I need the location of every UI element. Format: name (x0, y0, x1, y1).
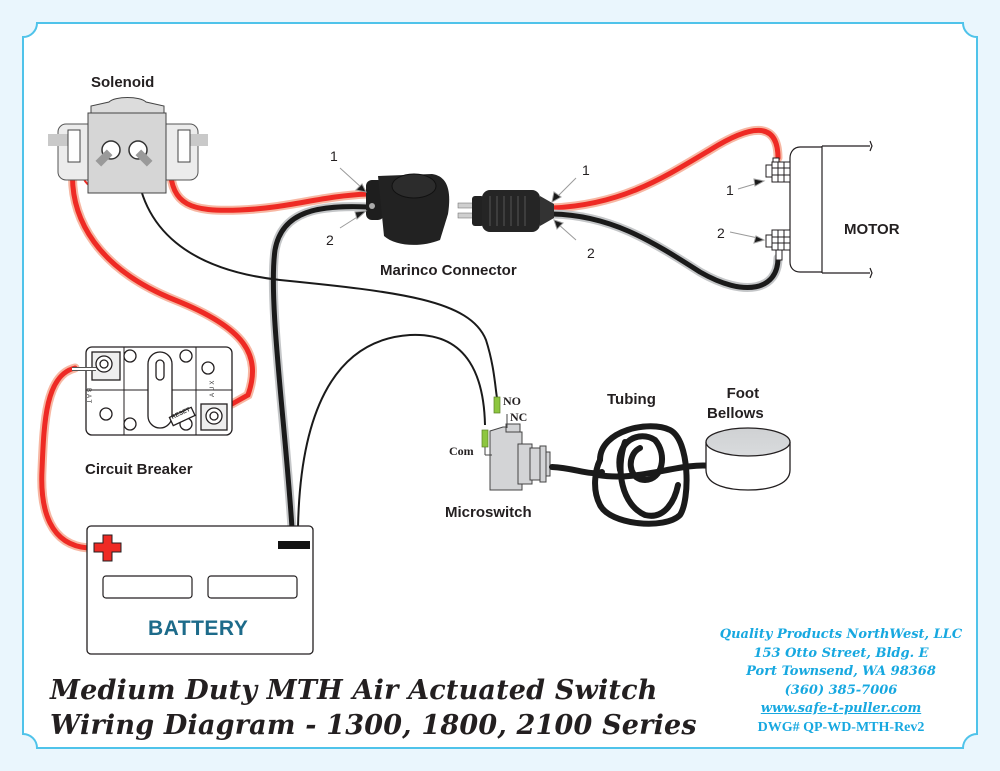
company-street: 153 Otto Street, Bldg. E (753, 645, 929, 661)
negative-wire-marinco-to-motor (547, 209, 783, 292)
diagram-title-line2: Wiring Diagram - 1300, 1800, 2100 Series (50, 710, 697, 741)
negative-wire-battery-to-marinco (268, 202, 373, 533)
circuit-breaker-label: Circuit Breaker (85, 461, 193, 478)
positive-wire-battery-to-breaker (37, 363, 93, 553)
terminal-no-label: NO (503, 394, 521, 408)
positive-wire-marinco-to-motor (547, 125, 783, 213)
foot-bellows (705, 427, 791, 491)
positive-terminal-icon (93, 534, 122, 562)
motor-terminal-2 (765, 229, 791, 261)
positive-wire-solenoid-to-breaker (68, 160, 257, 409)
motor-callout-arrows (729, 178, 766, 244)
battery-label: BATTERY (148, 617, 249, 640)
marinco-right-terminal-1: 1 (582, 162, 590, 178)
microswitch (484, 414, 551, 491)
diagram-title-line1: Medium Duty MTH Air Actuated Switch (50, 675, 658, 706)
company-info-block: Quality Products NorthWest, LLC 153 Otto… (700, 626, 982, 737)
motor (789, 140, 873, 279)
solenoid-label: Solenoid (91, 74, 155, 91)
terminal-com-connector (481, 429, 489, 448)
foot-bellows-label-line2: Bellows (707, 405, 764, 422)
positive-wire-solenoid-to-marinco (165, 163, 373, 215)
motor-terminal-1 (765, 157, 791, 183)
tubing-coil (549, 423, 715, 527)
signal-wire-battery-to-com (297, 333, 486, 529)
tubing-label: Tubing (607, 391, 656, 408)
marinco-left-terminal-2: 2 (326, 232, 334, 248)
foot-bellows-label-line1: Foot (726, 385, 760, 402)
company-city: Port Townsend, WA 98368 (746, 664, 936, 679)
company-phone: (360) 385-7006 (784, 682, 898, 698)
breaker-aux-label: AUX (210, 378, 216, 397)
battery (86, 525, 314, 655)
foot-bellows-label: Foot Bellows (707, 384, 764, 424)
terminal-com-label: Com (449, 444, 474, 458)
circuit-breaker (72, 346, 233, 436)
terminal-no-connector (493, 396, 501, 414)
company-name: Quality Products NorthWest, LLC (719, 627, 963, 642)
drawing-number: DWG# QP-WD-MTH-Rev2 (757, 719, 925, 735)
negative-terminal-icon (278, 541, 310, 549)
marinco-connector-label: Marinco Connector (380, 262, 517, 279)
breaker-bat-label: BAT (85, 388, 91, 406)
solenoid (48, 97, 208, 194)
motor-label: MOTOR (844, 221, 900, 238)
marinco-left-terminal-1: 1 (330, 148, 338, 164)
signal-wire-solenoid-to-no (135, 159, 498, 399)
terminal-nc-label: NC (510, 410, 528, 424)
company-website-link[interactable]: www.safe-t-puller.com (760, 701, 922, 716)
marinco-socket (366, 173, 450, 245)
motor-terminal-1-label: 1 (726, 182, 734, 198)
marinco-right-terminal-2: 2 (587, 245, 595, 261)
marinco-plug (457, 190, 554, 232)
microswitch-label: Microswitch (445, 504, 532, 521)
motor-terminal-2-label: 2 (717, 225, 725, 241)
marinco-callout-arrows (339, 167, 577, 241)
